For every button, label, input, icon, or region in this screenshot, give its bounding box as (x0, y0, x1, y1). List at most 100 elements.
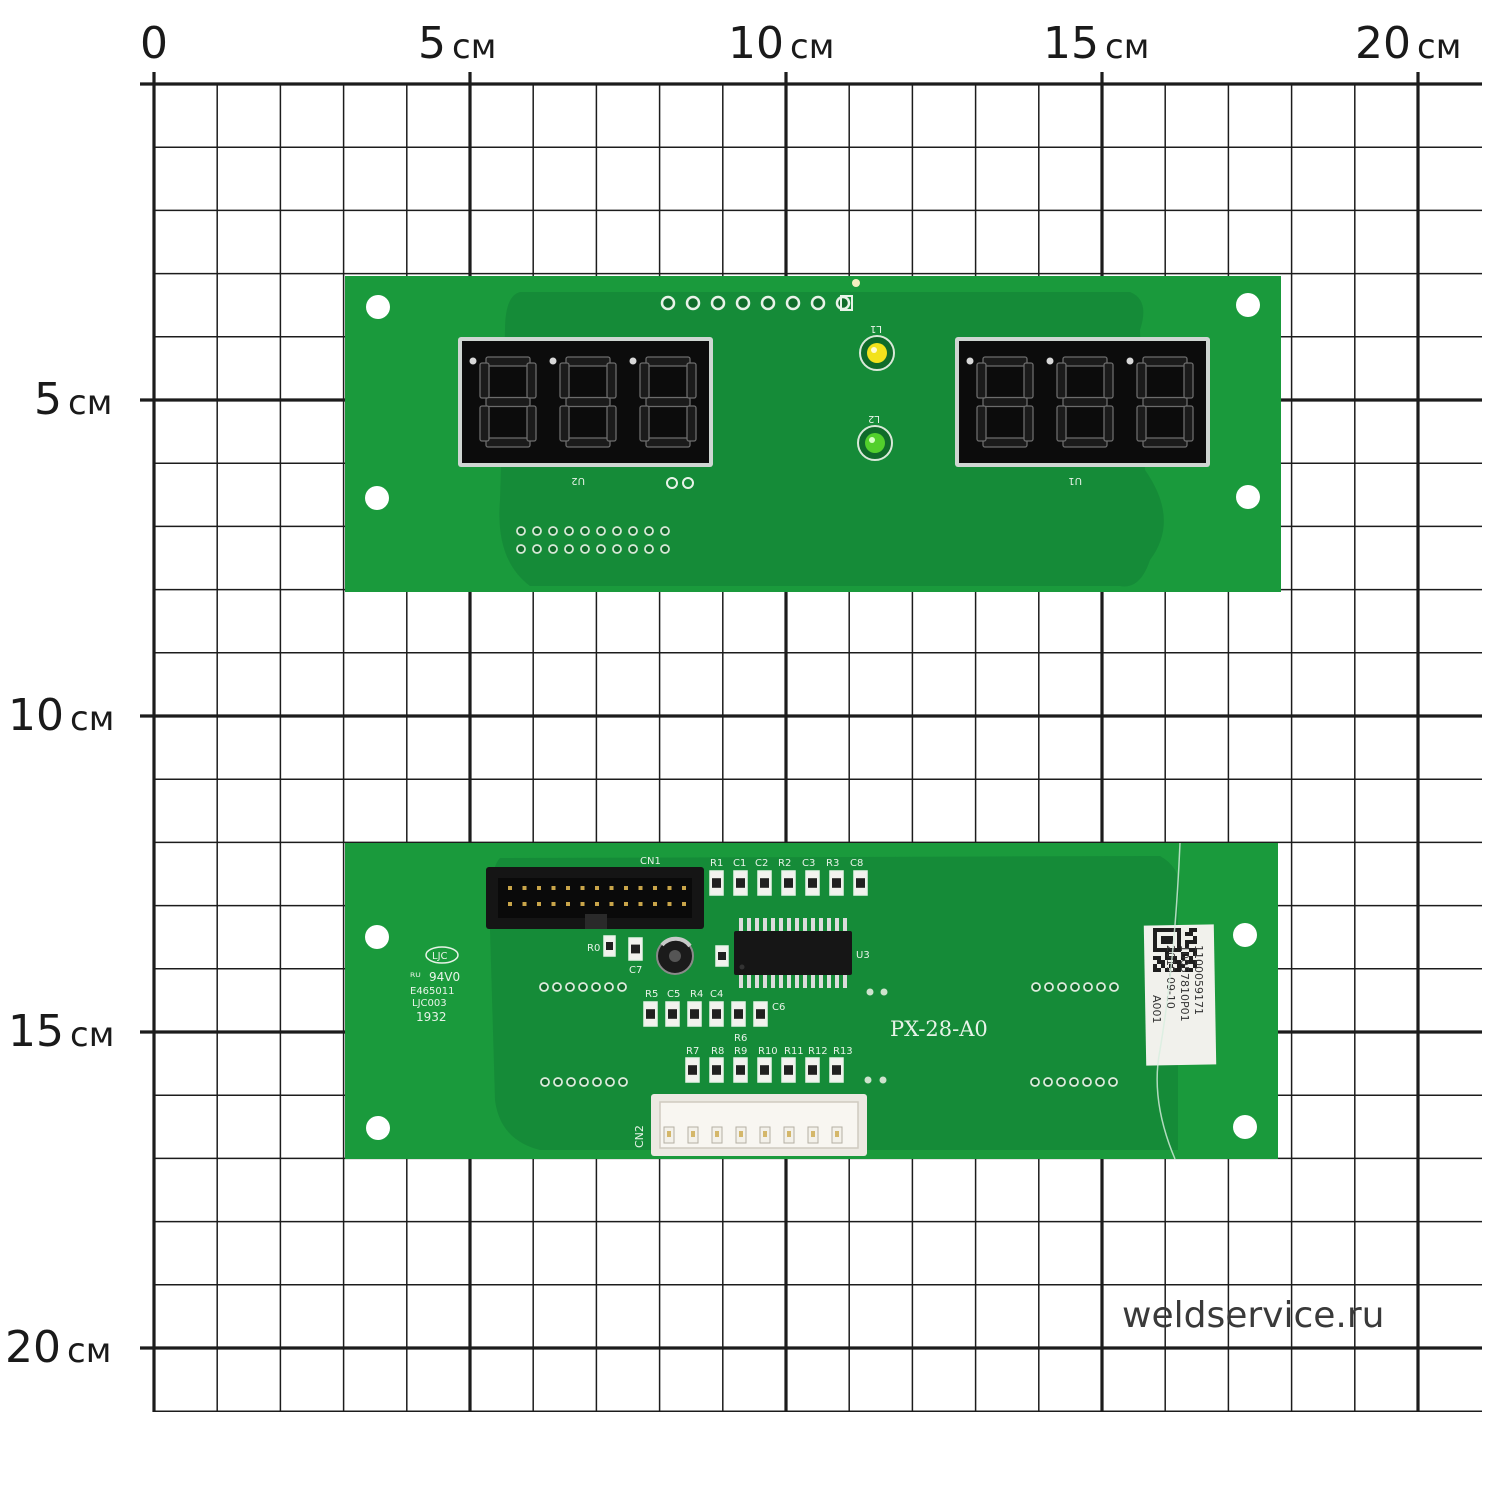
watermark: weldservice.ru (1122, 1295, 1384, 1336)
smd-label: C4 (710, 989, 723, 1000)
display-segment (479, 362, 490, 399)
pin-pad (710, 295, 726, 311)
qr-module (1169, 956, 1173, 960)
qr-module (1189, 956, 1193, 960)
qr-module (1153, 932, 1157, 936)
board-model-label: PX-28-A0 (890, 1017, 988, 1041)
ic-pin (827, 918, 831, 932)
qr-module (1193, 936, 1197, 940)
qr-module (1177, 932, 1181, 936)
display-segment (1142, 356, 1188, 367)
fiducial-mark (852, 279, 860, 287)
display-segment (1183, 405, 1194, 442)
pin-pad (592, 1077, 602, 1087)
display-segment (1023, 362, 1034, 399)
display-segment (982, 356, 1028, 367)
display-dot (469, 357, 477, 365)
qr-module (1153, 944, 1157, 948)
pin-pad (516, 526, 526, 536)
pin-pad (580, 526, 590, 536)
connector-pin (609, 902, 614, 906)
smd-label: R13 (833, 1046, 853, 1057)
pin-pad (1069, 1077, 1079, 1087)
pin-pad (604, 982, 614, 992)
pin-pad (532, 526, 542, 536)
smd-component-row-middle (603, 935, 768, 1027)
display-dot (966, 357, 974, 365)
smd-component (631, 944, 640, 954)
qr-module (1189, 940, 1193, 944)
ic-pin (747, 974, 751, 988)
ic-pin (811, 918, 815, 932)
pin-pad (579, 1077, 589, 1087)
connector-pin (580, 902, 585, 906)
smd-component (718, 952, 726, 960)
smd-component (646, 1009, 655, 1019)
connector-pin (551, 902, 556, 906)
display-segment (645, 437, 691, 448)
pin-pad (879, 1076, 887, 1084)
smd-label: R0 (587, 943, 600, 954)
connector-pin (638, 902, 643, 906)
qr-module (1169, 948, 1173, 952)
connector-pin (682, 886, 686, 890)
connector-pin (522, 902, 527, 906)
display-dot (549, 357, 557, 365)
solder-pad (666, 477, 678, 489)
qr-module (1153, 964, 1157, 968)
pin-pad (580, 544, 590, 554)
solder-pad (682, 477, 694, 489)
display-segment (1103, 362, 1114, 399)
display-segment (1062, 437, 1108, 448)
smd-component (784, 1065, 793, 1075)
ic-chip-u3 (734, 918, 852, 988)
pin-pad (1030, 1077, 1040, 1087)
smd-label: R4 (690, 989, 703, 1000)
connector-pin (739, 1131, 743, 1137)
pin-pad (596, 526, 606, 536)
qr-module (1169, 936, 1173, 940)
display-segment (639, 362, 650, 399)
connector-cn1 (486, 867, 704, 929)
qr-module (1153, 968, 1157, 972)
connector-cn2 (651, 1094, 867, 1156)
ic-pin (739, 918, 743, 932)
connector-label-cn2: CN2 (633, 1125, 646, 1148)
connector-pin (653, 902, 657, 906)
connector-pin (667, 886, 672, 890)
sticker-line: 1100059171 (1192, 945, 1205, 1015)
ic-pin (811, 974, 815, 988)
qr-module (1153, 936, 1157, 940)
smd-label: R12 (808, 1046, 828, 1057)
display-segment (479, 405, 490, 442)
qr-module (1165, 936, 1169, 940)
qr-module (1189, 928, 1193, 932)
ic-pin (763, 918, 767, 932)
pin-pad (532, 544, 542, 554)
led-yellow (859, 335, 895, 371)
qr-module (1169, 928, 1173, 932)
smd-component (736, 878, 745, 888)
qr-module (1189, 960, 1193, 964)
display-segment (1136, 362, 1147, 399)
pin-pad (660, 295, 676, 311)
smd-component (668, 1009, 677, 1019)
smd-component (808, 1065, 817, 1075)
display-segment (645, 396, 691, 408)
ic-pin (819, 974, 823, 988)
pin-pad (618, 1077, 628, 1087)
connector-pin (691, 1131, 695, 1137)
qr-module (1173, 968, 1177, 972)
connector-pin (537, 902, 541, 906)
qr-module (1173, 948, 1177, 952)
qr-module (1153, 928, 1157, 932)
qr-module (1165, 940, 1169, 944)
connector-pin (566, 902, 570, 906)
pin-pad (880, 988, 888, 996)
qr-module (1193, 964, 1197, 968)
